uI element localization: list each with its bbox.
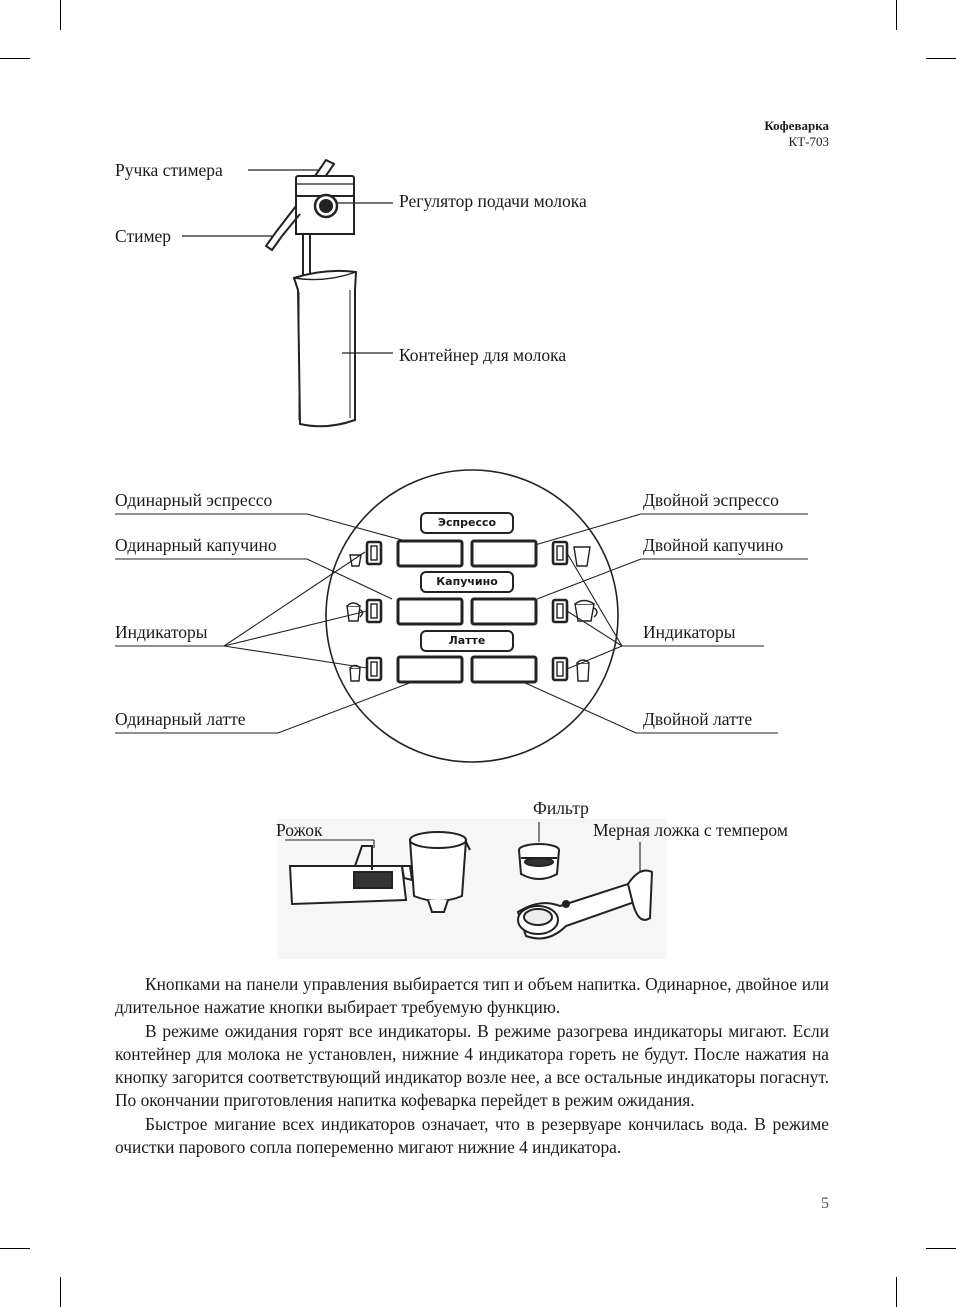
label-single-latte: Одинарный латте: [115, 709, 246, 729]
single-cappuccino-button: [396, 597, 464, 626]
crop-mark: [896, 1277, 897, 1307]
label-double-latte: Двойной латте: [643, 709, 753, 729]
double-latte-button: [470, 655, 538, 684]
label-steamer-handle: Ручка стимера: [115, 160, 223, 180]
single-espresso-button: [396, 539, 464, 568]
paragraph: В режиме ожидания горят все индикаторы. …: [115, 1020, 829, 1111]
label-milk-regulator: Регулятор подачи молока: [399, 191, 587, 211]
label-double-espresso: Двойной эспрессо: [643, 490, 779, 510]
crop-mark: [926, 1248, 956, 1249]
cappuccino-mode-label: Капучино: [436, 575, 498, 588]
single-latte-button: [396, 655, 464, 684]
paragraph: Быстрое мигание всех индикаторов означае…: [115, 1113, 829, 1158]
double-cappuccino-button: [470, 597, 538, 626]
crop-mark: [0, 1248, 30, 1249]
label-milk-container: Контейнер для молока: [399, 345, 567, 365]
control-panel-diagram: [115, 469, 808, 763]
paragraph: Кнопками на панели управления выбирается…: [115, 974, 829, 1018]
label-filter: Фильтр: [533, 798, 589, 818]
label-steamer: Стимер: [115, 226, 172, 246]
label-single-cappuccino: Одинарный капучино: [115, 535, 277, 555]
header-title: Кофеварка: [764, 118, 829, 133]
panel-outline: [325, 469, 619, 763]
header-model: КТ-703: [788, 134, 829, 149]
crop-mark: [0, 58, 30, 59]
label-holder: Рожок: [276, 820, 323, 840]
accessories-diagram: [285, 822, 654, 940]
label-indicators-left: Индикаторы: [115, 622, 208, 642]
crop-mark: [60, 1277, 61, 1307]
espresso-mode-label: Эспрессо: [437, 516, 497, 529]
label-single-espresso: Одинарный эспрессо: [115, 490, 273, 510]
crop-mark: [60, 0, 61, 30]
label-indicators-right: Индикаторы: [643, 622, 736, 642]
latte-mode-label: Латте: [448, 634, 486, 647]
crop-mark: [926, 58, 956, 59]
label-double-cappuccino: Двойной капучино: [643, 535, 784, 555]
crop-mark: [896, 0, 897, 30]
page-number: 5: [821, 1195, 829, 1212]
double-espresso-button: [470, 539, 538, 568]
milk-frother-diagram: [182, 158, 393, 428]
page-header: Кофеварка КТ-703: [764, 118, 829, 150]
label-measuring-spoon: Мерная ложка с темпером: [593, 820, 788, 840]
body-text: Кнопками на панели управления выбирается…: [115, 973, 829, 1159]
